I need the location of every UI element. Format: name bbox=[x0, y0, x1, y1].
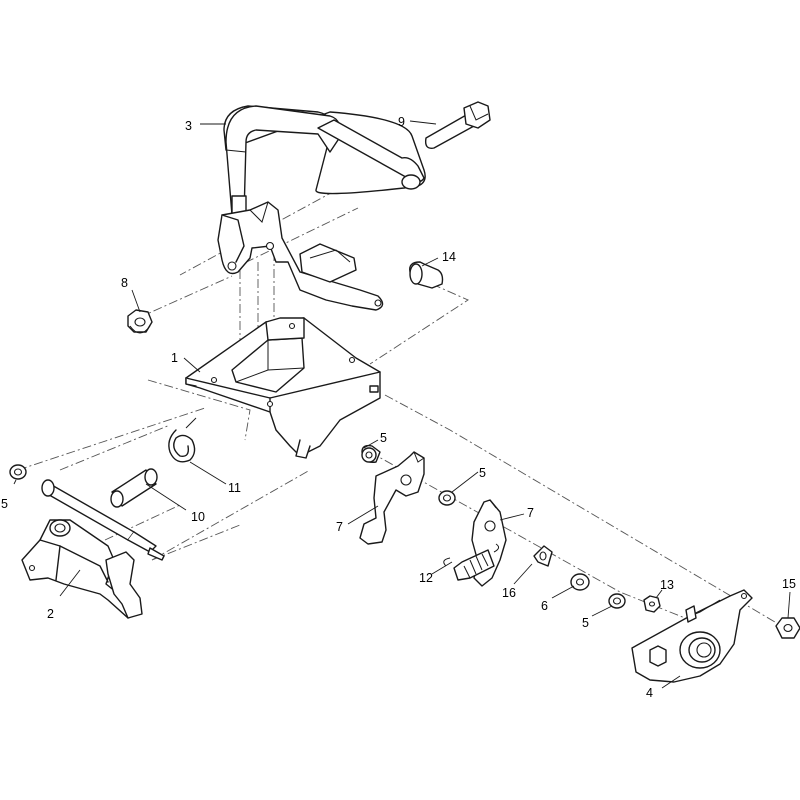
part-bushing-upper bbox=[361, 444, 381, 463]
assembly-centerlines bbox=[17, 149, 781, 626]
part-pivot-bracket bbox=[21, 479, 165, 619]
part-nut-right bbox=[775, 617, 800, 639]
callout-4: 4 bbox=[646, 686, 653, 700]
callout-10: 10 bbox=[191, 510, 205, 524]
callout-6: 6 bbox=[541, 599, 548, 613]
callout-5-bushing-left: 5 bbox=[1, 497, 8, 511]
leader-lines bbox=[13, 120, 791, 689]
part-flange-bracket bbox=[631, 589, 753, 683]
callout-16: 16 bbox=[502, 586, 516, 600]
callout-1: 1 bbox=[171, 351, 178, 365]
part-flange-nut bbox=[127, 309, 153, 334]
part-handle-bracket bbox=[217, 201, 384, 311]
callout-5-bushing-lower: 5 bbox=[582, 616, 589, 630]
part-extension-spring bbox=[443, 543, 500, 581]
callout-3: 3 bbox=[185, 119, 192, 133]
part-bolt bbox=[424, 101, 491, 149]
part-bushing-middle bbox=[438, 490, 456, 506]
callout-5-bushing-middle: 5 bbox=[479, 466, 486, 480]
part-bushing-lower bbox=[608, 593, 626, 609]
callout-14: 14 bbox=[442, 250, 456, 264]
callout-15: 15 bbox=[782, 577, 796, 591]
callout-labels: 1 2 3 4 5 5 5 5 6 7 7 8 9 10 11 12 13 14… bbox=[1, 115, 796, 700]
part-bushing-left bbox=[9, 464, 27, 480]
part-small-nut bbox=[643, 595, 661, 613]
callout-7-lever-right: 7 bbox=[527, 506, 534, 520]
callout-5-bushing-upper: 5 bbox=[380, 431, 387, 445]
part-mounting-plate bbox=[185, 317, 381, 459]
callout-8: 8 bbox=[121, 276, 128, 290]
part-lever-left bbox=[359, 451, 425, 545]
callout-12: 12 bbox=[419, 571, 433, 585]
part-carriage-bolt bbox=[409, 261, 444, 289]
part-sleeve bbox=[110, 468, 158, 508]
callout-9: 9 bbox=[398, 115, 405, 129]
callout-11: 11 bbox=[228, 481, 241, 495]
part-torsion-spring bbox=[168, 417, 197, 463]
part-washer bbox=[570, 573, 590, 591]
callout-7-lever-left: 7 bbox=[336, 520, 343, 534]
callout-2: 2 bbox=[47, 607, 54, 621]
callout-13: 13 bbox=[660, 578, 674, 592]
part-clip bbox=[533, 545, 553, 567]
part-handle bbox=[223, 105, 426, 216]
